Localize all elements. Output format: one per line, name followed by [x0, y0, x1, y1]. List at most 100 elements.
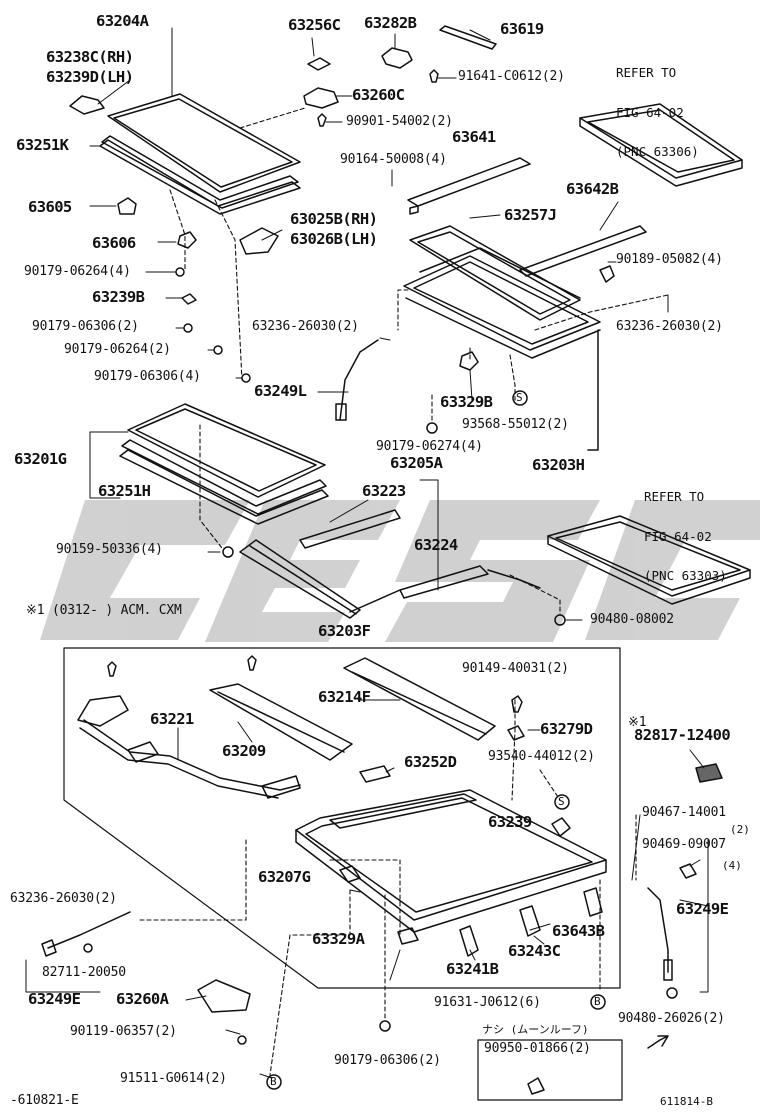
bolt-90901: [317, 113, 327, 127]
drive-assembly: [239, 509, 541, 619]
callout-63279D: 63279D: [540, 720, 593, 738]
clip-90469: [679, 863, 697, 879]
callout-63223: 63223: [362, 482, 406, 500]
callout-90467: 90467-14001: [642, 805, 726, 820]
callout-90149: 90149-40031(2): [462, 661, 569, 676]
callout-63203H: 63203H: [532, 456, 585, 474]
callout-63329B: 63329B: [440, 393, 493, 411]
callout-63329A: 63329A: [312, 930, 365, 948]
dashed-guide-lines: [139, 107, 669, 1076]
callout-90179-06306-c: 90179-06306(2): [334, 1053, 441, 1068]
gasket-63251K: [99, 139, 301, 215]
marker-S-label-1: S: [516, 391, 523, 404]
clip-63329B: [459, 351, 479, 371]
deflector-ref: [579, 103, 743, 187]
nashi-arrow: [647, 1035, 669, 1049]
diagram-code: 611814-B: [660, 1095, 713, 1108]
callout-90119: 90119-06357(2): [70, 1024, 177, 1039]
callout-90164: 90164-50008(4): [340, 152, 447, 167]
callout-63236-26030-a: 63236-26030(2): [252, 319, 359, 334]
callout-63642B: 63642B: [566, 180, 619, 198]
callout-90469-qty: (4): [722, 859, 742, 872]
ref-line: (PNC 63303): [644, 568, 727, 583]
marker-B-2: [590, 994, 606, 1010]
sunshade-ref: [547, 515, 751, 605]
reference-note-63306: REFER TO FIG 64-02 (PNC 63306): [616, 40, 699, 171]
ref-line: REFER TO: [616, 65, 677, 81]
inner-assembly: [77, 657, 607, 957]
callout-63209: 63209: [222, 742, 266, 760]
marker-B-label-2: B: [594, 995, 601, 1008]
bracket-63238C: [69, 95, 105, 115]
callout-90179-06264-4: 90179-06264(4): [24, 264, 131, 279]
marker-S-label-2: S: [558, 795, 565, 808]
callout-63239B: 63239B: [92, 288, 145, 306]
callout-91641: 91641-C0612(2): [458, 69, 565, 84]
callout-90179-06264-2: 90179-06264(2): [64, 342, 171, 357]
glass-panel-lower: [119, 403, 329, 525]
callout-63260A: 63260A: [116, 990, 169, 1008]
nut-90179-d: [241, 373, 251, 383]
callout-63619: 63619: [500, 20, 544, 38]
part-63605: [117, 197, 137, 215]
marker-S-2: [554, 794, 570, 810]
part-63282B: [381, 47, 413, 69]
callout-63256C: 63256C: [288, 16, 341, 34]
callout-63236-26030-b: 63236-26030(2): [616, 319, 723, 334]
nut-90480-26026: [666, 987, 678, 999]
callout-93540: 93540-44012(2): [488, 749, 595, 764]
callout-63236-26030-c: 63236-26030(2): [10, 891, 117, 906]
callout-63260C: 63260C: [352, 86, 405, 104]
part-63606: [177, 231, 197, 249]
housing-rear: [403, 157, 647, 359]
callout-90901: 90901-54002(2): [346, 114, 453, 129]
ref-line: (PNC 63306): [616, 144, 699, 159]
nut-90179-06306c: [379, 1020, 391, 1032]
callout-63025B: 63025B(RH): [290, 210, 378, 228]
callout-63241B: 63241B: [446, 960, 499, 978]
leader-lines: [25, 27, 709, 1079]
footer-reference: -610821-E: [10, 1093, 79, 1108]
clip-63279D: [507, 725, 525, 741]
callout-63214F: 63214F: [318, 688, 371, 706]
drain-tube-63249E-left: [47, 911, 131, 949]
callout-63257J: 63257J: [504, 206, 557, 224]
marker-B-label-1: B: [270, 1075, 277, 1088]
clip-63239: [551, 817, 571, 837]
callout-90189: 90189-05082(4): [616, 252, 723, 267]
drain-tube-63249E-right: [647, 887, 669, 973]
callout-82817: 82817-12400: [634, 726, 731, 744]
callout-90469: 90469-09007: [642, 837, 726, 852]
bracket-63260A: [197, 979, 251, 1013]
callout-63641: 63641: [452, 128, 496, 146]
callout-63221: 63221: [150, 710, 194, 728]
callout-90480-08002: 90480-08002: [590, 612, 674, 627]
callout-63239D: 63239D(LH): [46, 68, 134, 86]
nut-90159: [222, 546, 234, 558]
part-63239B: [181, 293, 197, 305]
callout-63282B: 63282B: [364, 14, 417, 32]
ref-line: REFER TO: [644, 489, 705, 505]
callout-63249E-left: 63249E: [28, 990, 81, 1008]
nut-90179-c: [213, 345, 223, 355]
drain-tube-63249E-right-end: [663, 959, 673, 981]
ref-line: FIG 64-02: [644, 528, 712, 544]
callout-91511: 91511-G0614(2): [120, 1071, 227, 1086]
callout-90179-06306-2: 90179-06306(2): [32, 319, 139, 334]
callout-63249L: 63249L: [254, 382, 307, 400]
drain-tube-63249L: [339, 339, 379, 421]
ref-line: FIG 64-02: [616, 104, 684, 120]
callout-63643B: 63643B: [552, 922, 605, 940]
callout-63605: 63605: [28, 198, 72, 216]
callout-63224: 63224: [414, 536, 458, 554]
callout-63243C: 63243C: [508, 942, 561, 960]
callout-90179-06306-4: 90179-06306(4): [94, 369, 201, 384]
bolt-90119: [237, 1035, 247, 1045]
part-63260C: [303, 87, 339, 109]
bracket-63025B: [239, 227, 279, 255]
callout-63204A: 63204A: [96, 12, 149, 30]
callout-90159: 90159-50336(4): [56, 542, 163, 557]
callout-82711: 82711-20050: [42, 965, 126, 980]
